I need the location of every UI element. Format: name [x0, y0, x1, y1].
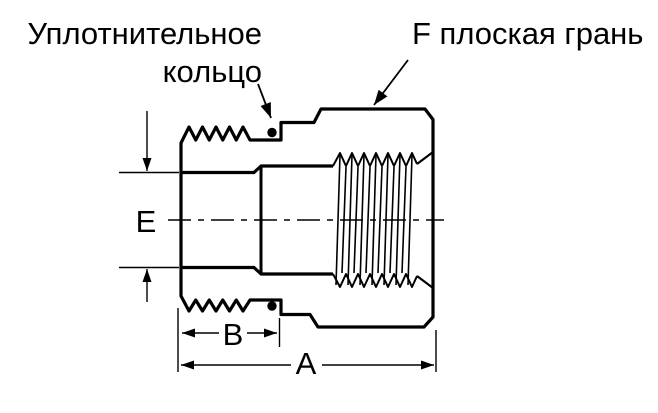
dim-b-label: B	[223, 317, 244, 352]
dim-e-label: E	[136, 204, 157, 239]
callout-oring: Уплотнительное кольцо	[27, 16, 272, 119]
leader-arrow-oring	[257, 83, 272, 119]
oring-label-line1: Уплотнительное	[27, 16, 262, 51]
bore-bottom-line	[181, 265, 333, 276]
dimension-a: A	[177, 308, 437, 381]
internal-thread-top-zigzag	[332, 152, 418, 167]
oring-label-line2: кольцо	[163, 54, 262, 89]
bore-top-line	[181, 164, 333, 175]
dim-a-label: A	[296, 346, 317, 381]
dimension-e: E	[119, 111, 179, 302]
thread-mouth-chamfer-top	[416, 151, 434, 165]
dimension-b: B	[182, 317, 281, 352]
fitting-body	[168, 107, 444, 329]
body-outline	[179, 107, 435, 329]
oring-dot-bottom	[267, 301, 277, 311]
callout-flat-face: F плоская грань	[373, 16, 643, 106]
leader-arrow-flat-face	[373, 59, 409, 106]
flat-face-label: F плоская грань	[412, 16, 643, 51]
oring-dot-top	[267, 127, 277, 138]
internal-thread-bottom-zigzag	[332, 273, 418, 288]
thread-mouth-chamfer-bottom	[416, 275, 434, 289]
